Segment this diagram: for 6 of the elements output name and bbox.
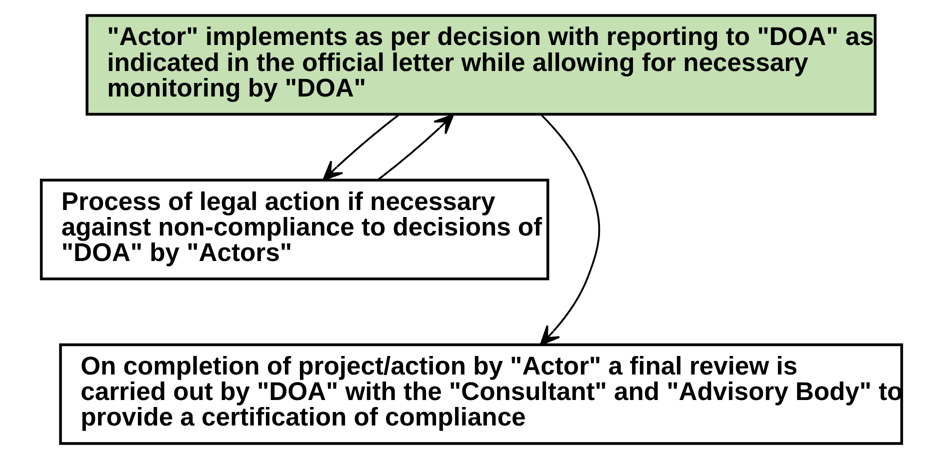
node-box: On completion of project/action by "Actor" a final review is carried out by "DOA" with the "Consultant" and "Advisory Body" to provide a certification of compliance: [58, 343, 903, 445]
arrow: [376, 114, 454, 181]
node-box: Process of legal action if necessary against non-compliance to decisions of "DOA" by "Actors": [39, 178, 549, 280]
arrow: [322, 114, 400, 181]
node-box: "Actor" implements as per decision with reporting to "DOA" as indicated in the official letter while allowing for necessary monitoring by "DOA": [85, 14, 876, 116]
arrow: [539, 114, 600, 346]
